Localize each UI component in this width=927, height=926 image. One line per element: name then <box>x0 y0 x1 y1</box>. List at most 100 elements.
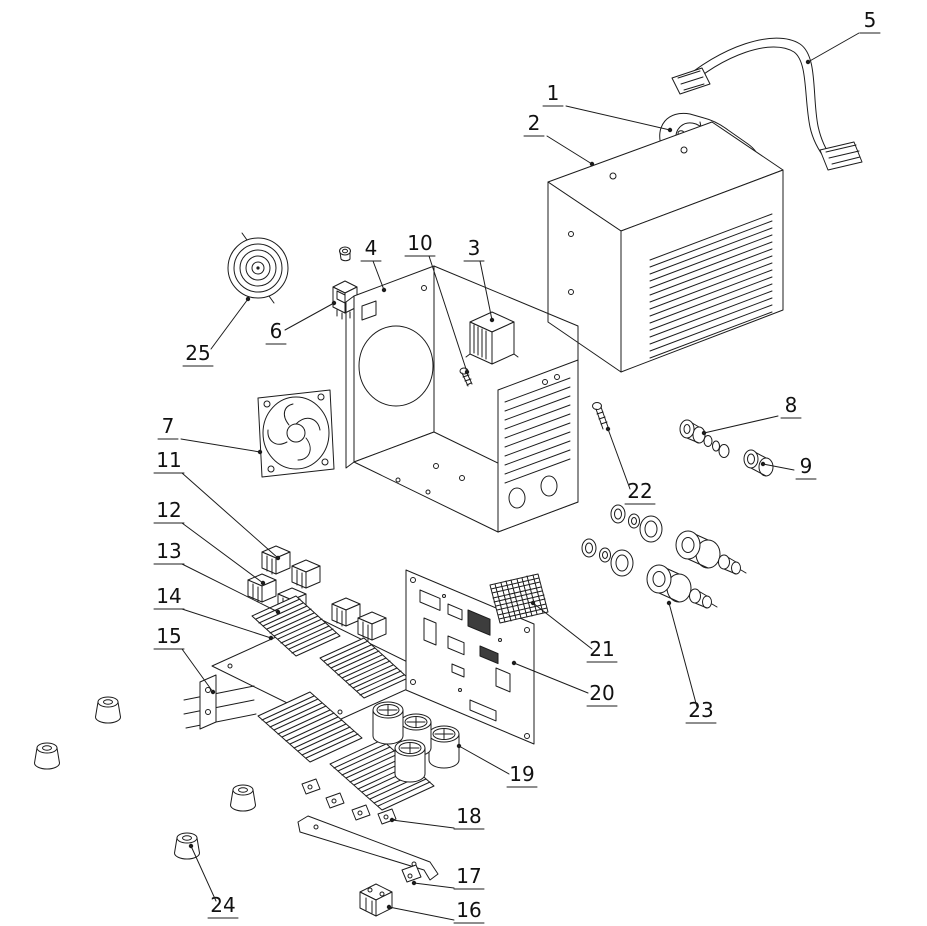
leader-line <box>703 415 779 434</box>
leader-dot <box>257 449 263 455</box>
leader-line <box>372 260 385 291</box>
part-label-19: 19 <box>456 743 538 788</box>
leader-dot <box>605 426 611 432</box>
part-number-15: 15 <box>156 624 181 648</box>
part-number-13: 13 <box>156 539 181 563</box>
leader-dot <box>489 317 495 323</box>
small-box-12 <box>247 573 277 603</box>
part-number-10: 10 <box>407 231 432 255</box>
leader-dot <box>275 609 281 615</box>
part-number-17: 17 <box>456 864 481 888</box>
leader-dot <box>275 555 281 561</box>
leader-line <box>479 260 493 321</box>
part-mounting-strip <box>297 815 439 883</box>
part-bracket <box>183 674 257 730</box>
leader-line <box>458 745 510 775</box>
part-label-12: 12 <box>153 498 266 586</box>
part-label-24: 24 <box>188 843 239 919</box>
rubber-foot <box>34 742 60 770</box>
part-label-21: 21 <box>530 600 618 663</box>
part-heatsink-upper <box>251 595 341 657</box>
leader-dot <box>188 843 194 849</box>
part-heatsink-lower-left <box>257 691 363 763</box>
capacitor <box>428 725 460 769</box>
part-carry-strap <box>671 37 863 171</box>
leader-dot <box>805 59 811 65</box>
part-number-2: 2 <box>528 111 541 135</box>
part-clips <box>301 778 397 825</box>
part-output-terminal-lower <box>581 538 718 609</box>
part-label-4: 4 <box>360 236 387 293</box>
leader-dot <box>268 635 274 641</box>
part-number-25: 25 <box>185 341 210 365</box>
leader-line <box>181 648 214 693</box>
leader-line <box>180 438 261 453</box>
leader-dot <box>589 161 595 167</box>
leader-line <box>513 662 589 694</box>
leader-dot <box>666 600 672 606</box>
part-number-6: 6 <box>270 319 283 343</box>
part-heatsink-lower-right <box>329 739 435 811</box>
leader-line <box>807 32 860 63</box>
leader-line <box>565 105 671 131</box>
leader-dot <box>760 461 766 467</box>
leader-dot <box>386 904 392 910</box>
small-box <box>357 611 387 641</box>
leader-dot <box>511 660 517 666</box>
leader-line <box>181 608 272 639</box>
leader-line <box>668 602 698 708</box>
leader-line <box>607 428 631 490</box>
part-label-11: 11 <box>153 448 281 561</box>
part-number-9: 9 <box>800 454 813 478</box>
part-number-19: 19 <box>509 762 534 786</box>
part-label-17: 17 <box>411 864 485 890</box>
leader-dot <box>667 127 673 133</box>
leader-dot <box>260 580 266 586</box>
part-rubber-feet <box>34 696 256 860</box>
part-power-switch <box>332 280 358 320</box>
part-label-13: 13 <box>153 539 281 615</box>
leader-dot <box>530 600 536 606</box>
part-label-22: 22 <box>605 426 656 505</box>
leader-dot <box>210 689 216 695</box>
part-output-terminal-upper <box>610 504 747 575</box>
leader-line <box>762 463 795 471</box>
part-label-23: 23 <box>666 600 717 724</box>
leader-line <box>413 882 455 889</box>
part-label-1: 1 <box>542 81 673 133</box>
leader-line <box>210 298 249 350</box>
leader-dot <box>331 300 337 306</box>
leader-dot <box>456 743 462 749</box>
part-terminal-washers <box>679 419 730 458</box>
part-small-transformers <box>247 545 387 641</box>
part-number-22: 22 <box>627 479 652 503</box>
part-number-14: 14 <box>156 584 181 608</box>
small-box-11 <box>261 545 291 575</box>
part-rectifier-grid <box>489 573 549 624</box>
part-switch-cap <box>339 246 351 262</box>
small-box <box>331 597 361 627</box>
small-box <box>291 559 321 589</box>
part-number-4: 4 <box>365 236 378 260</box>
leader-line <box>190 845 217 902</box>
rubber-foot <box>174 832 200 860</box>
part-labels: 1234567891011121314151617181920212223242… <box>153 8 881 924</box>
part-label-6: 6 <box>265 300 337 345</box>
leader-dot <box>464 369 470 375</box>
part-number-1: 1 <box>547 81 560 105</box>
leader-dot <box>701 430 707 436</box>
part-label-8: 8 <box>701 393 802 436</box>
part-number-5: 5 <box>864 8 877 32</box>
part-label-9: 9 <box>760 454 817 480</box>
leader-line <box>181 522 264 584</box>
part-fan-grille <box>227 232 289 304</box>
part-chassis <box>345 265 579 533</box>
leader-line <box>428 255 468 373</box>
part-label-18: 18 <box>389 804 485 830</box>
part-screw-22 <box>592 402 609 430</box>
part-label-14: 14 <box>153 584 274 641</box>
part-terminal-block <box>359 883 393 917</box>
part-number-21: 21 <box>589 637 614 661</box>
